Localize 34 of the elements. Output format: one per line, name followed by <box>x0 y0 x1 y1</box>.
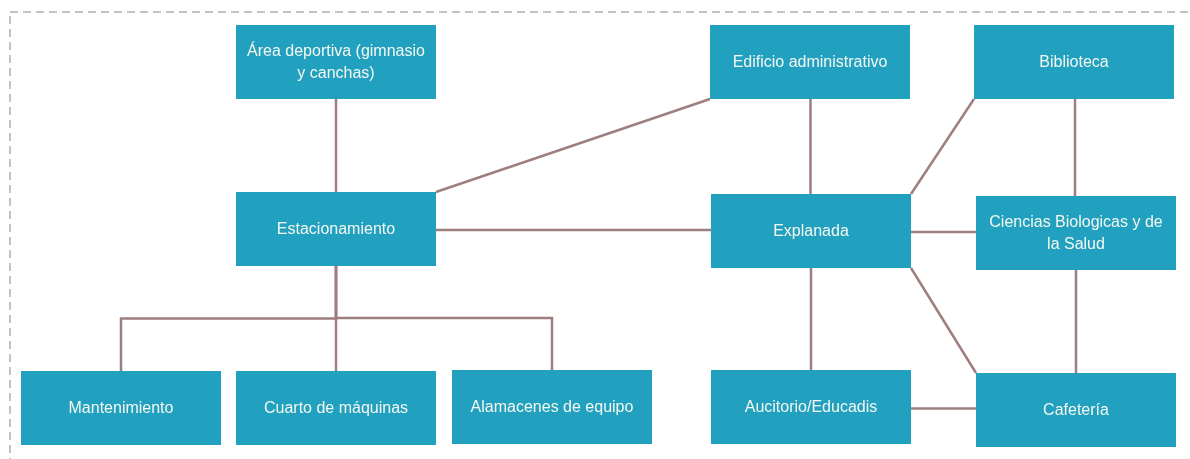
building-label: Ciencias Biologicas y de la Salud <box>988 212 1164 254</box>
connector-line <box>334 99 338 192</box>
building-label: Explanada <box>773 221 849 242</box>
building-label: Aucitorio/Educadis <box>744 397 878 418</box>
building-box <box>976 196 1176 270</box>
building-box <box>710 25 910 99</box>
building-label: Cuarto de máquinas <box>263 398 409 419</box>
connector-line <box>1073 99 1077 196</box>
connector-line <box>436 228 711 232</box>
building-label: Mantenimiento <box>68 398 174 419</box>
building-box <box>236 371 436 445</box>
connector-line <box>1074 270 1078 373</box>
connector-line <box>909 267 978 374</box>
connector-line <box>334 266 554 370</box>
building-box <box>21 371 221 445</box>
building-box <box>452 370 652 444</box>
building-box <box>236 25 436 99</box>
building-box <box>711 370 911 444</box>
building-box <box>974 25 1174 99</box>
building-label: Área deportiva (gimnasio y canchas) <box>246 40 426 83</box>
building-box <box>236 192 436 266</box>
building-label: Biblioteca <box>1039 52 1109 73</box>
building-label: Edificio administrativo <box>732 52 888 73</box>
building-label: Estacionamiento <box>276 219 396 240</box>
building-box <box>711 194 911 268</box>
connector-line <box>909 98 976 195</box>
building-label: Alamacenes de equipo <box>470 397 634 418</box>
connector-line <box>911 407 976 410</box>
building-label: Cafetería <box>1043 400 1109 421</box>
connector-line <box>809 268 813 370</box>
connector-line <box>435 97 711 194</box>
building-box <box>976 373 1176 447</box>
connector-line <box>911 230 976 234</box>
connector-line <box>809 99 812 194</box>
